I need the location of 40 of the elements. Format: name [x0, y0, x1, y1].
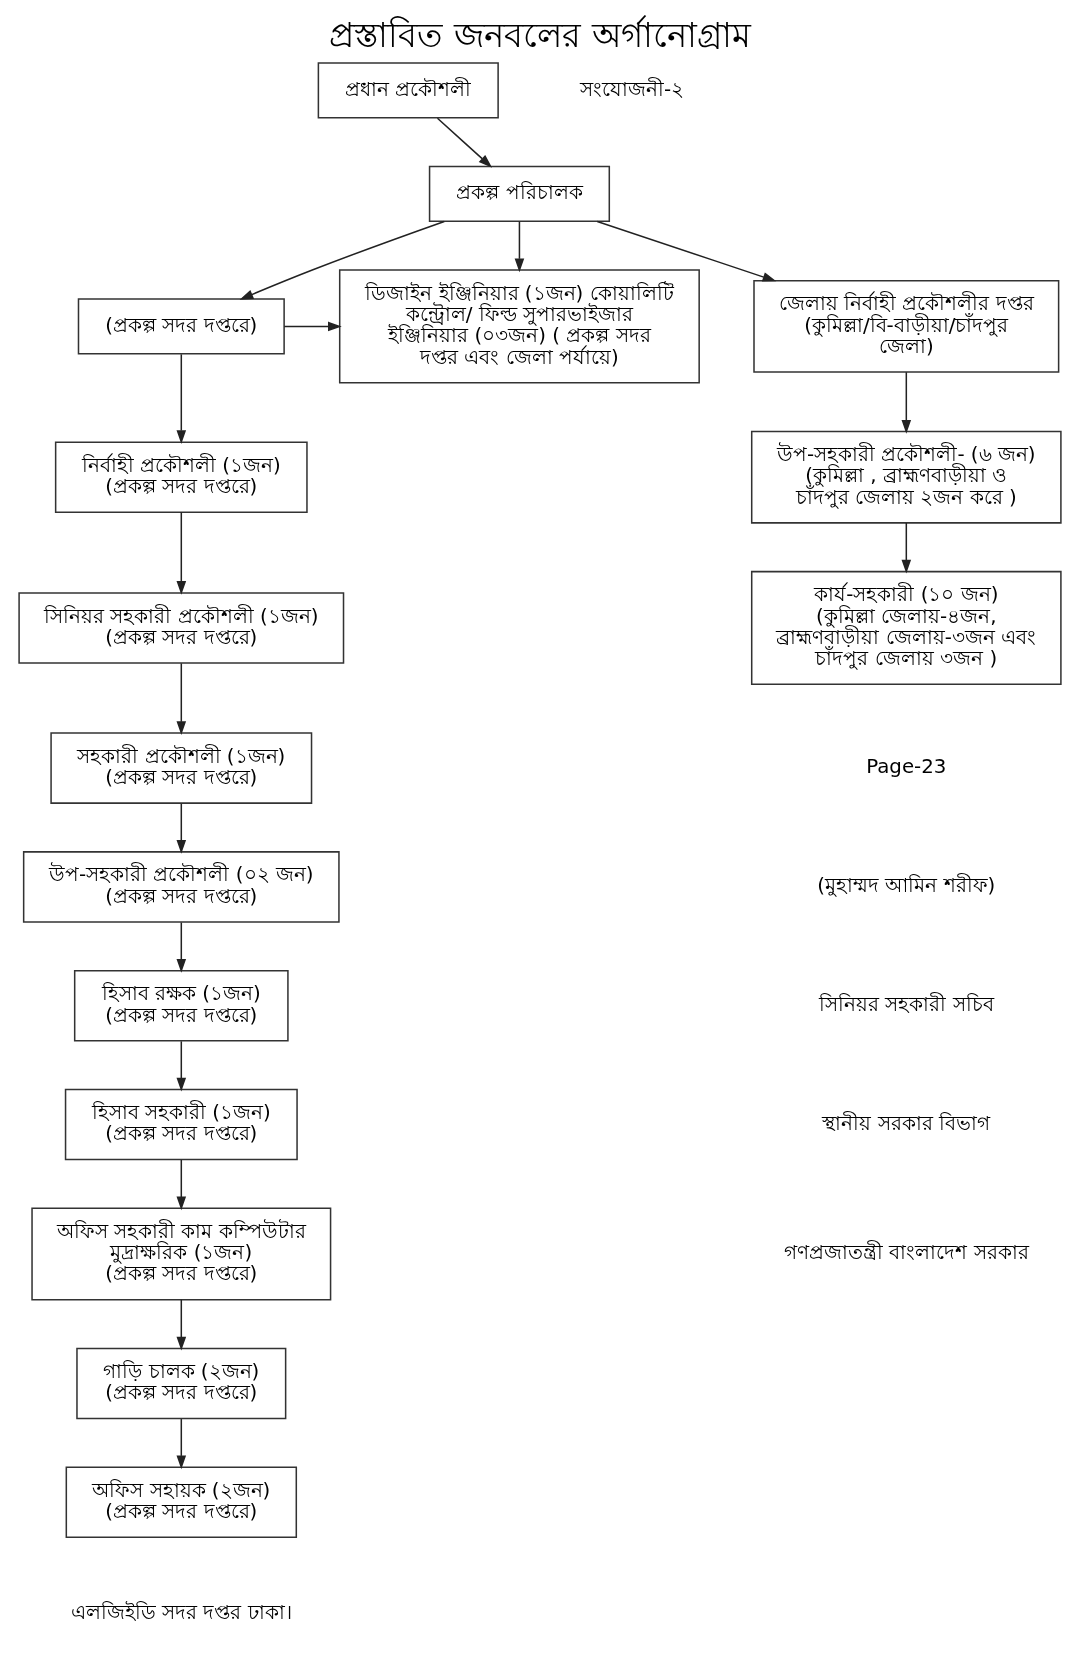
node-box: কার্য-সহকারী (১০ জন) (কুমিল্লা জেলায়-৪জন, ব্রাহ্মণবাড়ীয়া জেলায়-৩জন এবং চাঁদপুর জেলায় ৩জন )	[750, 570, 1062, 686]
arrow	[901, 371, 912, 434]
arrow	[176, 1159, 187, 1211]
label: সংযোজনী-২	[580, 77, 685, 101]
arrow	[283, 321, 342, 332]
arrow	[436, 117, 493, 168]
node-box: সহকারী প্রকৌশলী (১জন) (প্রকল্প সদর দপ্তরে)	[50, 732, 313, 804]
node-box: জেলায় নির্বাহী প্রকৌশলীর দপ্তর (কুমিল্লা/বি-বাড়ীয়া/চাঁদপুর জেলা)	[753, 279, 1060, 373]
node-box: গাড়ি চালক (২জন) (প্রকল্প সদর দপ্তরে)	[76, 1347, 287, 1420]
node-box: হিসাব রক্ষক (১জন) (প্রকল্প সদর দপ্তরে)	[73, 969, 289, 1042]
arrow	[176, 1418, 187, 1470]
arrow	[901, 522, 912, 574]
arrow	[596, 220, 777, 282]
node-box: অফিস সহায়ক (২জন) (প্রকল্প সদর দপ্তরে)	[65, 1466, 298, 1539]
node-box: সিনিয়র সহকারী প্রকৌশলী (১জন) (প্রকল্প সদর দপ্তরে)	[18, 592, 345, 664]
node-box: প্রকল্প পরিচালক	[428, 165, 611, 223]
arrow	[176, 1040, 187, 1092]
node-box: প্রধান প্রকৌশলী	[317, 62, 499, 119]
arrow	[176, 921, 187, 973]
arrow	[514, 220, 525, 273]
arrow	[176, 802, 187, 854]
node-box: উপ-সহকারী প্রকৌশলী- (৬ জন) (কুমিল্লা , ব্রাহ্মণবাড়ীয়া ও চাঁদপুর জেলায় ২জন করে )	[750, 430, 1062, 524]
arrow	[176, 1298, 187, 1351]
diagram-title: প্রস্তাবিত জনবলের অর্গানোগ্রাম	[329, 16, 751, 56]
label: স্থানীয় সরকার বিভাগ	[822, 1111, 991, 1135]
node-box: হিসাব সহকারী (১জন) (প্রকল্প সদর দপ্তরে)	[64, 1088, 298, 1161]
arrow	[176, 662, 187, 735]
label: Page-23	[866, 755, 947, 779]
node-box: (প্রকল্প সদর দপ্তরে)	[77, 298, 285, 355]
node-box: অফিস সহকারী কাম কম্পিউটার মুদ্রাক্ষরিক (১জন) (প্রকল্প সদর দপ্তরে)	[31, 1207, 332, 1301]
arrow	[239, 220, 446, 300]
label: এলজিইডি সদর দপ্তর ঢাকা।	[70, 1600, 292, 1624]
node-box: নির্বাহী প্রকৌশলী (১জন) (প্রকল্প সদর দপ্তরে)	[54, 441, 308, 513]
node-box: উপ-সহকারী প্রকৌশলী (০২ জন) (প্রকল্প সদর দপ্তরে)	[22, 851, 340, 923]
label: গণপ্রজাতন্ত্রী বাংলাদেশ সরকার	[784, 1241, 1029, 1265]
label: (মুহাম্মদ আমিন শরীফ)	[817, 874, 996, 898]
node-box: ডিজাইন ইঞ্জিনিয়ার (১জন) কোয়ালিটি কন্ট্রোল/ ফিল্ড সুপারভাইজার ইঞ্জিনিয়ার (০৩জন) ( প্রকল্প সদর দপ্তর এবং জেলা পর্যায়ে)	[338, 269, 700, 384]
label: সিনিয়র সহকারী সচিব	[819, 992, 994, 1016]
arrow	[176, 353, 187, 444]
arrow	[176, 511, 187, 595]
